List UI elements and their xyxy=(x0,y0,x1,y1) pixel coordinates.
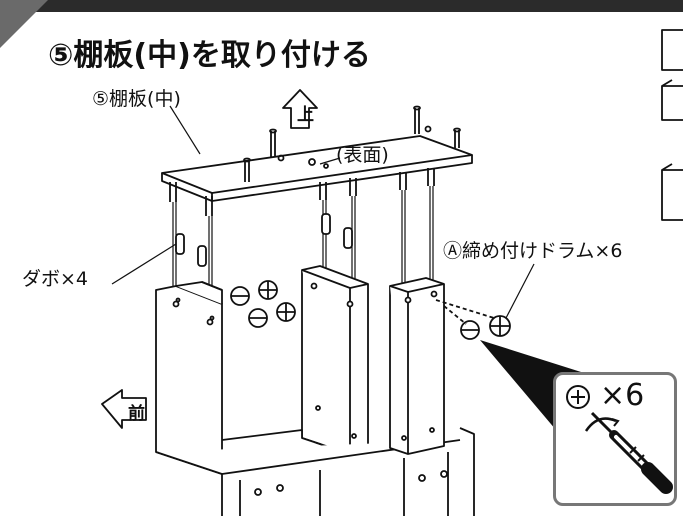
face-side-label: (表面) xyxy=(336,144,389,166)
side-preview-panels xyxy=(661,29,683,221)
shelf-label: ⑤棚板(中) xyxy=(92,88,181,110)
shelf-board xyxy=(161,105,473,216)
up-arrow-icon xyxy=(282,89,318,129)
cam-drum-label: Ⓐ締め付けドラム×6 xyxy=(443,240,623,262)
corner-tab xyxy=(0,0,48,48)
right-side-panel xyxy=(389,277,445,455)
bottom-shelf xyxy=(155,427,475,516)
tool-multiplier: ×6 xyxy=(600,378,645,413)
dowel-label: ダボ×4 xyxy=(22,268,89,290)
leader-lines xyxy=(111,105,535,319)
left-side-panel xyxy=(155,281,223,475)
header-bar xyxy=(0,0,683,12)
phillips-screwdriver-icon xyxy=(566,385,673,494)
cam-drums-left xyxy=(230,280,296,328)
middle-divider-panel xyxy=(301,265,369,455)
up-direction-label: 上 xyxy=(297,105,314,125)
front-direction-label: 前 xyxy=(128,404,145,424)
front-arrow-icon xyxy=(101,389,147,429)
dowels xyxy=(175,213,353,267)
step-title: ⑤棚板(中)を取り付ける xyxy=(48,38,371,73)
tool-inset xyxy=(553,372,677,506)
cam-drums-right xyxy=(435,299,511,340)
